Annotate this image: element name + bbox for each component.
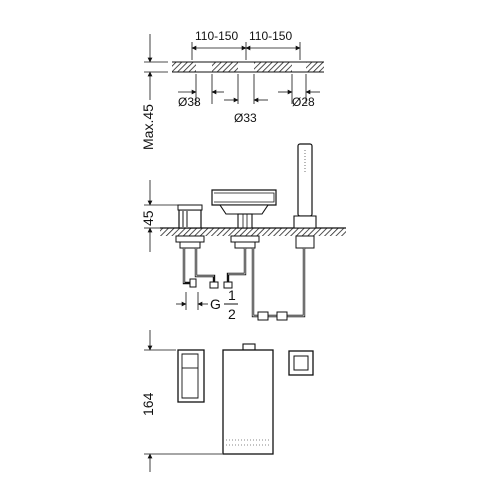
spout-front — [222, 349, 274, 455]
spacing-right-label: 110-150 — [249, 29, 292, 43]
thread-prefix-label: G — [210, 296, 221, 312]
hose-cold — [182, 248, 190, 285]
spout-body — [211, 189, 277, 206]
hole-left — [196, 61, 212, 73]
hand-shower — [297, 143, 313, 217]
thread-denominator-label: 2 — [228, 306, 236, 322]
mixer-handle-body — [178, 209, 202, 229]
top-view: 110-150 110-150 Ø38 Ø33 Ø28 Max.45 — [140, 29, 324, 150]
hand-shower-holder — [293, 215, 317, 229]
diameter-middle-label: Ø33 — [234, 111, 257, 125]
hose-shower — [251, 248, 306, 318]
hole-right — [292, 61, 306, 73]
spacing-left-label: 110-150 — [195, 29, 238, 43]
front-view: 164 — [140, 330, 314, 472]
side-height-label: 45 — [140, 210, 156, 226]
max-thickness-label: Max.45 — [140, 104, 156, 150]
diameter-right-label: Ø28 — [292, 95, 315, 109]
thread-numerator-label: 1 — [228, 287, 236, 303]
front-height-label: 164 — [140, 392, 156, 416]
hose-hot — [194, 248, 216, 282]
deck-hatch — [160, 228, 346, 236]
hole-middle — [238, 61, 254, 73]
diameter-left-label: Ø38 — [178, 95, 201, 109]
hose-spout — [226, 248, 247, 282]
side-view: G 1 2 45 — [140, 143, 346, 322]
